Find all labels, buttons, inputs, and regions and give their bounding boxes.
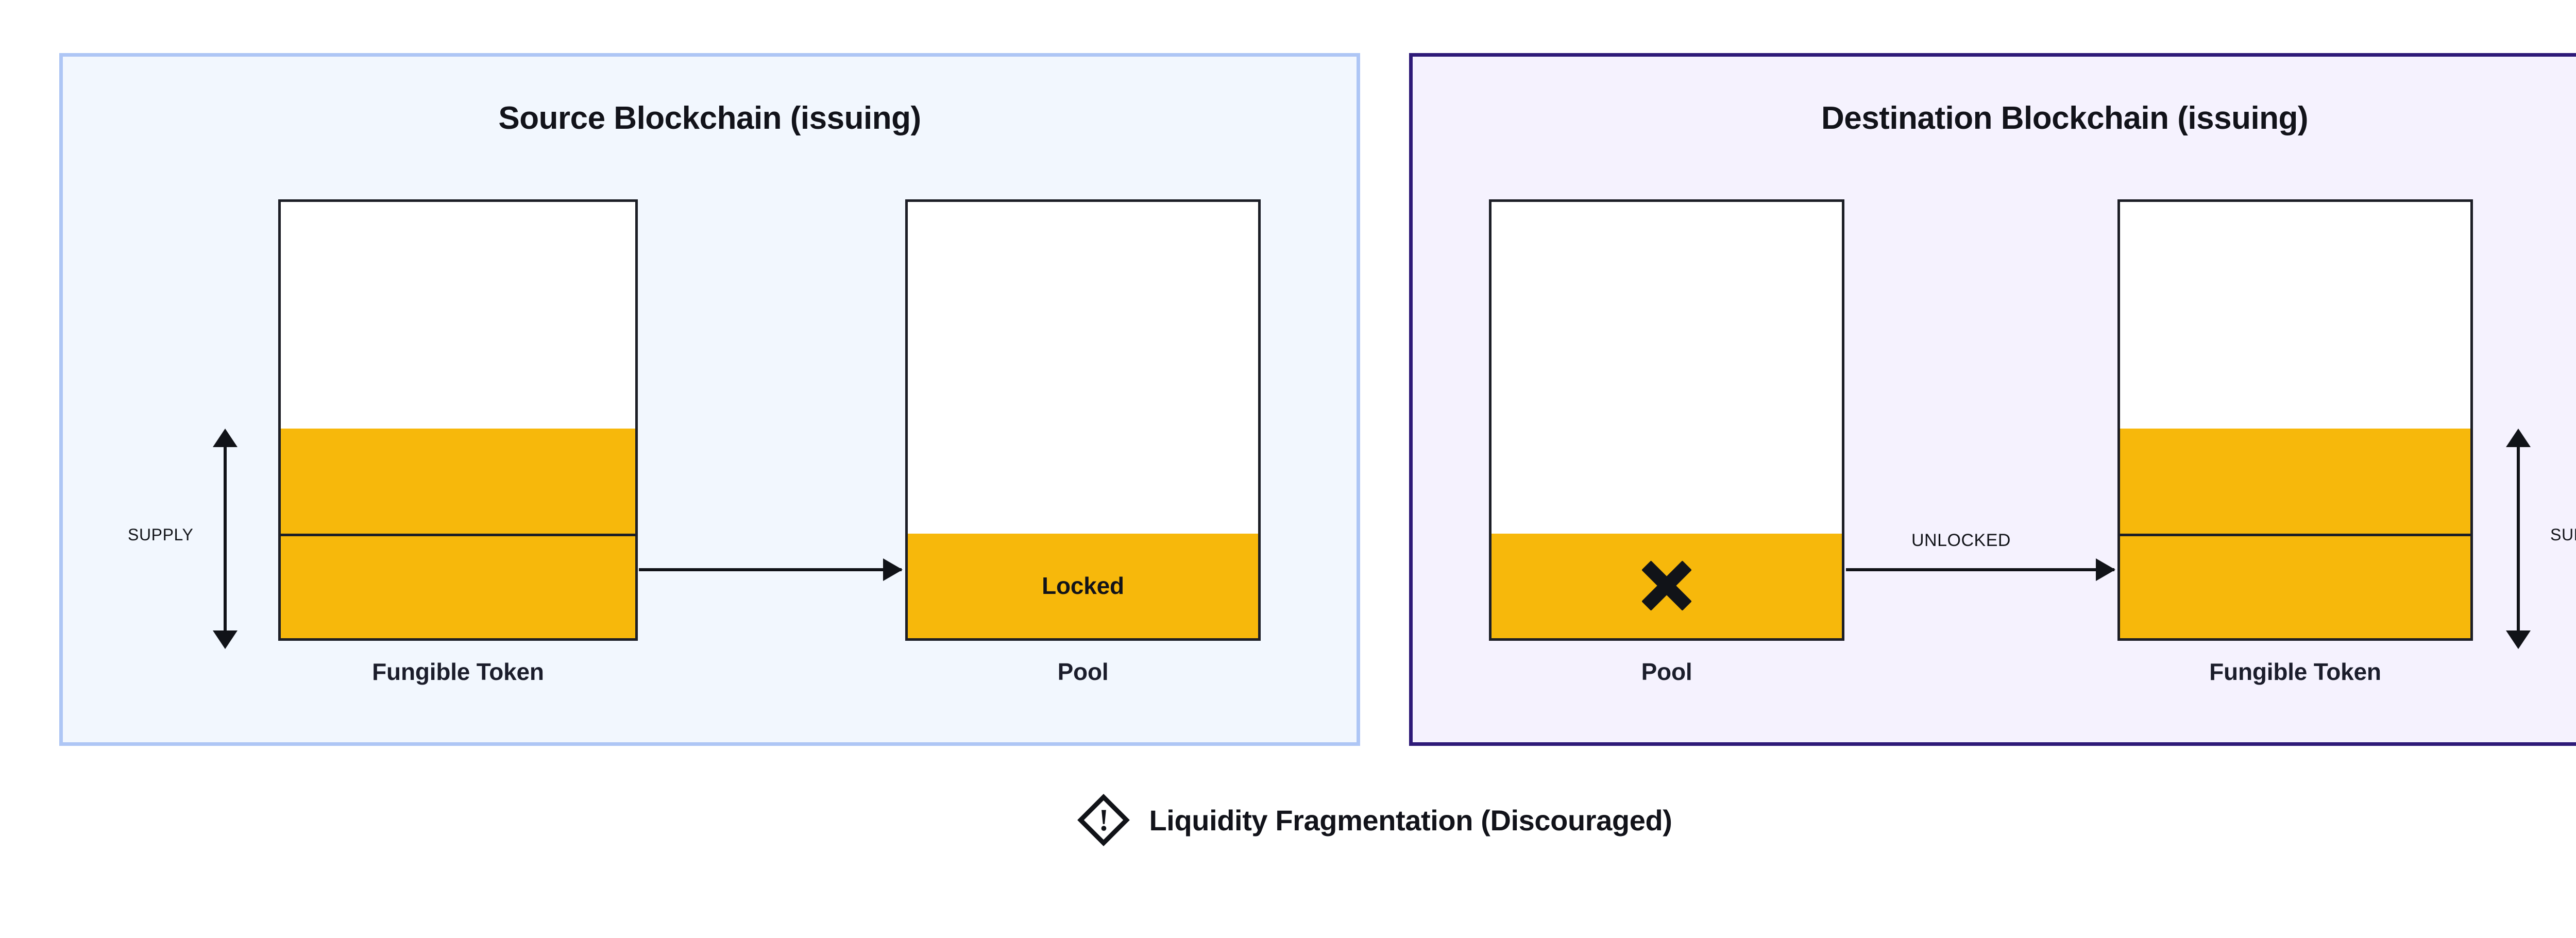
warning-diamond-icon: !	[1077, 793, 1130, 847]
stack-source-fungible-token: Fungible Token	[278, 199, 638, 685]
stack-caption-destination-pool: Pool	[1641, 658, 1692, 685]
source-transfer-arrow	[639, 568, 902, 571]
panel-destination-title: Destination Blockchain (issuing)	[1821, 100, 2309, 136]
source-supply-label: SUPPLY	[128, 525, 194, 544]
warning-exclamation: !	[1098, 803, 1109, 837]
cross-x-icon	[1639, 558, 1694, 613]
stack-destination-pool: Pool	[1489, 199, 1844, 685]
footer-note: ! Liquidity Fragmentation (Discouraged)	[0, 793, 2576, 847]
segment-issued-upper	[2120, 429, 2470, 534]
segment-unissued	[281, 202, 635, 429]
stack-source-pool: Locked Pool	[905, 199, 1261, 685]
segment-issued-lower	[281, 533, 635, 638]
stack-caption-source-fungible-token: Fungible Token	[372, 658, 544, 685]
stack-caption-destination-fungible-token: Fungible Token	[2209, 658, 2381, 685]
stack-caption-source-pool: Pool	[1057, 658, 1109, 685]
segment-pool-free	[908, 202, 1258, 534]
segment-pool-unlocked	[1492, 533, 1842, 638]
destination-supply-label: SUPPLY	[2550, 525, 2576, 544]
source-supply-arrow	[224, 446, 227, 632]
segment-pool-locked: Locked	[908, 533, 1258, 638]
segment-unissued	[2120, 202, 2470, 429]
footer-note-label: Liquidity Fragmentation (Discouraged)	[1149, 804, 1672, 837]
segment-issued-upper	[281, 429, 635, 534]
segment-pool-free	[1492, 202, 1842, 534]
segment-label-locked: Locked	[1042, 572, 1124, 600]
destination-transfer-arrow	[1846, 568, 2114, 571]
stack-destination-fungible-token: Fungible Token	[2117, 199, 2473, 685]
destination-supply-arrow	[2517, 446, 2520, 632]
panel-source-title: Source Blockchain (issuing)	[498, 100, 921, 136]
segment-issued-lower	[2120, 533, 2470, 638]
destination-transfer-arrow-label: UNLOCKED	[1911, 531, 2011, 550]
